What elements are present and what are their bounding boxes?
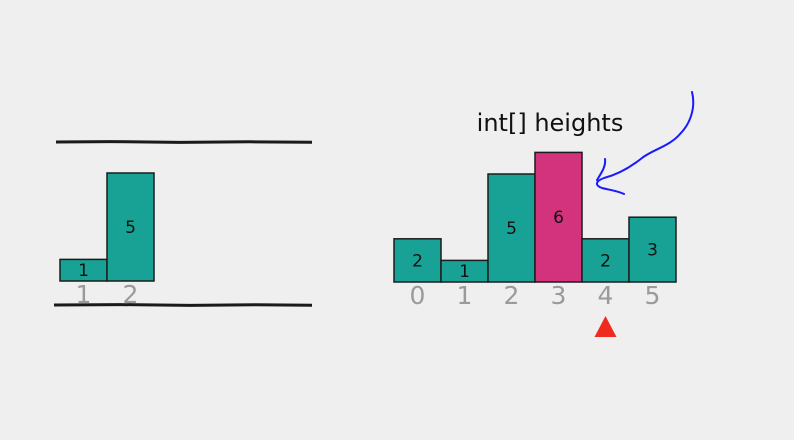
bar-value-label: 6: [553, 208, 564, 228]
index-label: 3: [551, 281, 567, 310]
index-label: 2: [504, 281, 520, 310]
blue-arrow-annotation: [596, 91, 695, 195]
index-label: 2: [123, 280, 139, 309]
bar: [106, 172, 155, 282]
bar: [628, 216, 677, 283]
bar: [393, 238, 442, 283]
bar-value-label: 1: [459, 262, 470, 282]
bar-value-label: 2: [412, 251, 423, 271]
index-label: 1: [76, 280, 92, 309]
bar: [581, 238, 630, 283]
left-panel: 11 5 2: [53, 140, 313, 309]
bar-value-label: 5: [125, 218, 136, 238]
index-label: 0: [410, 281, 426, 310]
bar-value-label: 2: [600, 251, 611, 271]
array-title: int[] heights: [477, 109, 624, 137]
bottom-rule-line: [53, 303, 313, 307]
bar-value-label: 3: [647, 241, 658, 261]
index-label: 1: [457, 281, 473, 310]
left-bars: 11 5 2: [59, 172, 155, 309]
index-label: 4: [598, 281, 614, 310]
right-bars: 2 0 11 5 2 6 3 2 4 3 5: [393, 151, 677, 310]
bar-value-label: 1: [78, 261, 89, 281]
index-label: 5: [645, 281, 661, 310]
right-panel: int[] heights 2 0 11 5 2 6 3 2 4 3 5: [393, 91, 695, 337]
highlighted-bar: [534, 151, 583, 283]
bar-value-label: 5: [506, 219, 517, 239]
top-rule-line: [55, 140, 313, 144]
current-index-pointer-icon: [594, 316, 617, 337]
